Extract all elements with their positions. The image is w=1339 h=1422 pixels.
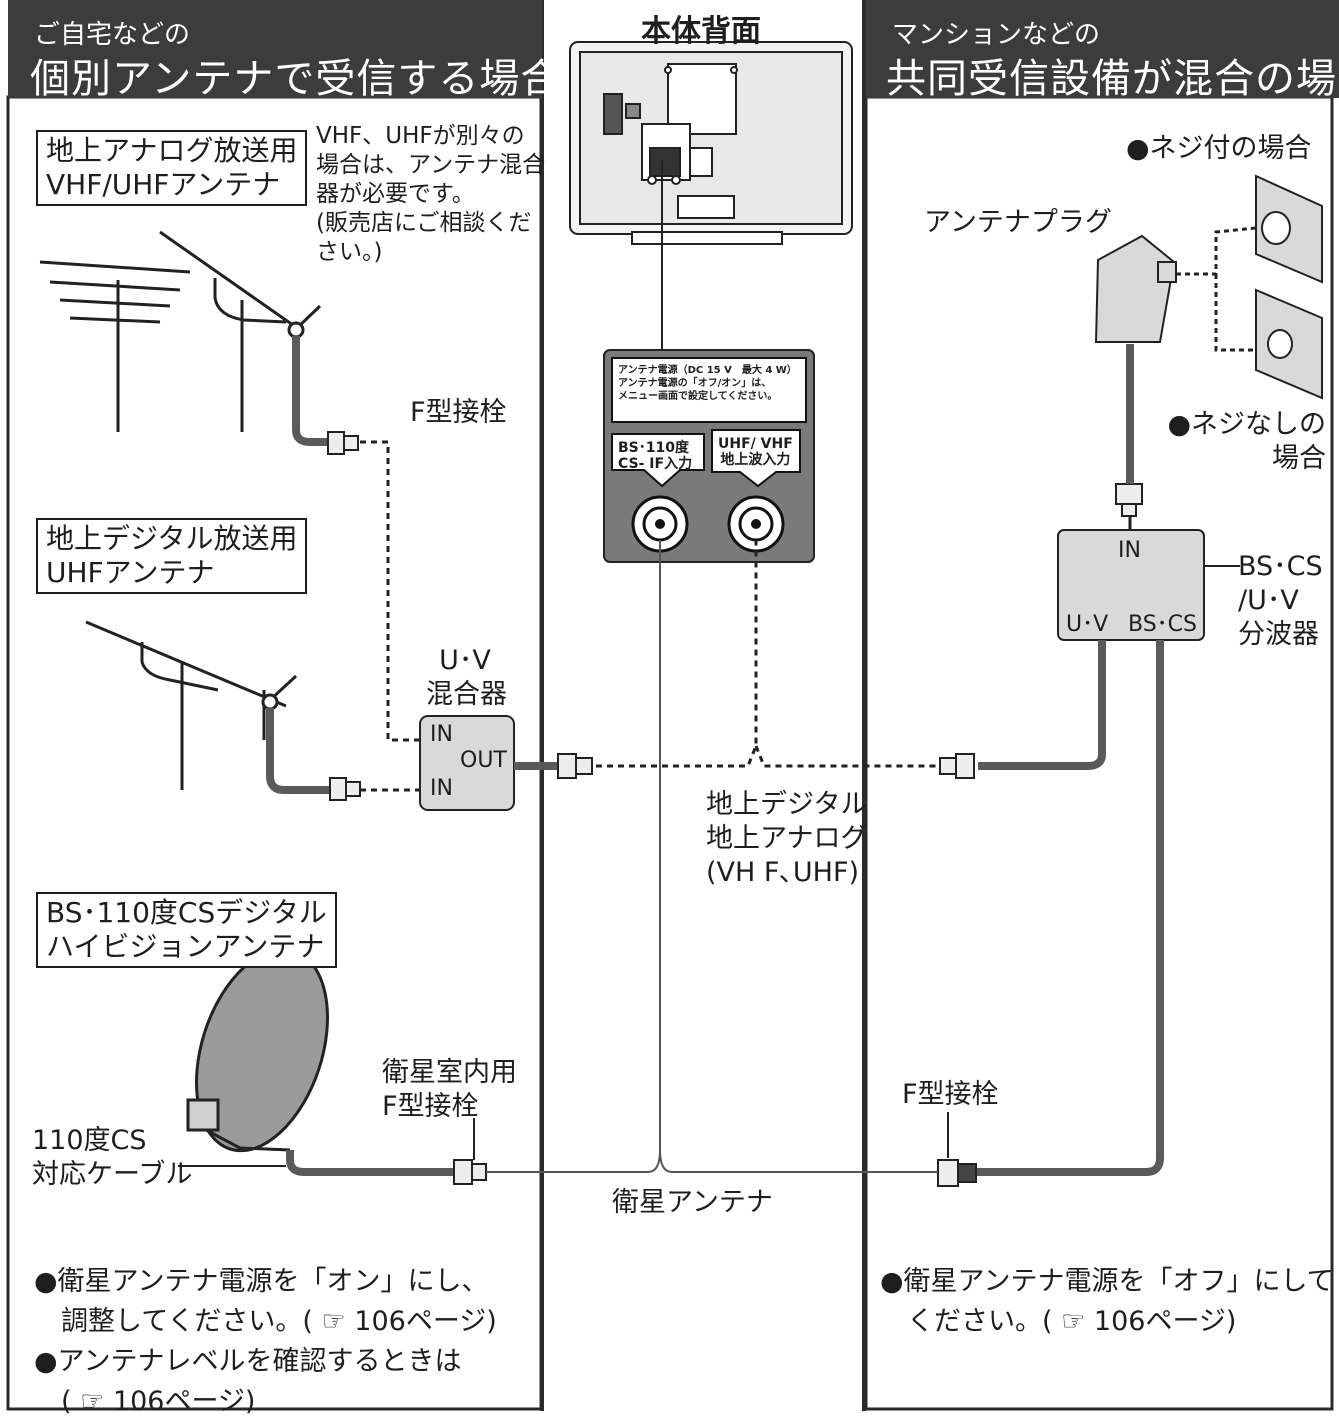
- tv-input-panel: [603, 349, 815, 563]
- satellite-lines: [486, 540, 938, 1173]
- f-connector-splitter-in: [1115, 483, 1143, 517]
- screw-label: ●ネジ付の場合: [1126, 133, 1312, 164]
- mixer-out: OUT: [460, 748, 507, 773]
- analog-note: VHF、UHFが別々の場合は、アンテナ混合器が必要です。(販売店にご相談ください…: [316, 123, 546, 265]
- center-header: 本体背面: [641, 14, 761, 49]
- splitter-bscs: BS･CS: [1128, 612, 1197, 637]
- f-connector-mixer-out: [557, 753, 593, 779]
- digital-cable: [266, 708, 330, 794]
- dashed-links: [360, 440, 938, 792]
- f-connector-label-left: F型接栓: [410, 397, 507, 428]
- f-connector-label-right: F型接栓: [902, 1079, 999, 1110]
- right-notes: ●衛星アンテナ電源を「オフ」にして ください。( ☞ 106ページ): [880, 1266, 1334, 1337]
- cs-cable: [286, 1150, 454, 1176]
- right-header-sub: マンションなどの: [892, 20, 1101, 50]
- bs-antenna-label: BS･110度CSデジタルハイビジョンアンテナ: [36, 892, 337, 968]
- f-connector-right-mid: [939, 753, 975, 779]
- satellite-label: 衛星アンテナ: [612, 1187, 773, 1218]
- left-header-title: 個別アンテナで受信する場合: [30, 56, 562, 102]
- tv-back-illustration: [569, 41, 853, 245]
- f-connector-digital: [329, 777, 361, 801]
- tv-panel-note: アンテナ電源（DC 15 V 最大 4 W）アンテナ電源の「オフ/オン」は、メニ…: [618, 365, 797, 402]
- left-header-sub: ご自宅などの: [34, 20, 191, 50]
- antenna-plug-label: アンテナプラグ: [924, 207, 1112, 238]
- wall-outlets: [1255, 174, 1323, 400]
- left-header: ご自宅などの 個別アンテナで受信する場合: [8, 0, 560, 102]
- mixer-in-1: IN: [430, 722, 453, 747]
- splitter-uv-cable: [978, 640, 1106, 770]
- analog-cable: [292, 336, 330, 446]
- splitter-uv: U･V: [1066, 612, 1109, 637]
- terrestrial-label: 地上デジタル地上アナログ(VH F､UHF): [706, 789, 868, 888]
- antenna-plug-illustration: [1094, 234, 1177, 343]
- no-screw-label: ●ネジなしの場合: [1167, 409, 1326, 474]
- right-header-title: 共同受信設備が混合の場合: [886, 56, 1339, 102]
- f-connector-analog: [327, 431, 359, 455]
- left-notes: ●衛星アンテナ電源を「オン」にし、 調整してください。( ☞ 106ページ)●ア…: [34, 1266, 497, 1417]
- bs-dish-illustration: [186, 947, 329, 1153]
- plug-dashed-links: [1176, 226, 1260, 352]
- right-header: マンションなどの 共同受信設備が混合の場合: [866, 0, 1339, 102]
- analog-antenna-illustration: [39, 230, 322, 432]
- splitter-bscs-cable: [974, 640, 1164, 1176]
- f-connector-right-bottom: [937, 1159, 977, 1187]
- splitter-in: IN: [1118, 538, 1141, 563]
- f-connector-indoor: [453, 1159, 487, 1185]
- mixer-in-2: IN: [430, 776, 453, 801]
